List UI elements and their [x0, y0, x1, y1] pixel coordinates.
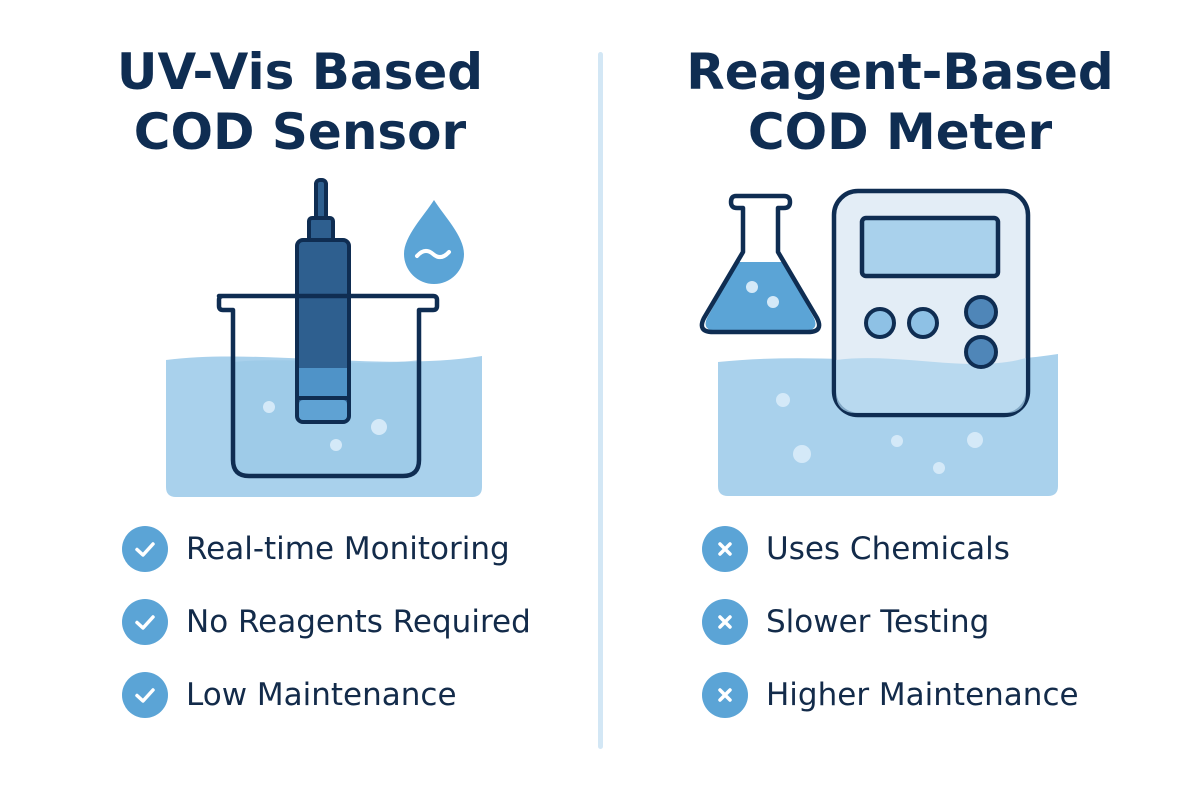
bubble: [263, 401, 275, 413]
beaker-icon: [216, 293, 440, 479]
reagent-feature-3: Higher Maintenance: [702, 670, 1079, 720]
uv-vis-feature-3: Low Maintenance: [122, 670, 457, 720]
uv-vis-panel: UV-Vis Based COD Sensor: [0, 42, 600, 720]
reagent-feature-list: Uses Chemicals Slower Testing Higher Mai…: [600, 0, 1200, 800]
uv-vis-feature-2: No Reagents Required: [122, 597, 531, 647]
check-icon: [122, 526, 168, 572]
reagent-title-line1: Reagent-Based: [686, 43, 1114, 101]
uv-vis-title-line1: UV-Vis Based: [116, 43, 484, 101]
uv-vis-feature-list: Real-time Monitoring No Reagents Require…: [122, 524, 531, 720]
uv-vis-feature-1: Real-time Monitoring: [122, 524, 510, 574]
bubble: [891, 435, 903, 447]
reagent-title: Reagent-Based COD Meter: [600, 42, 1200, 162]
reagent-feature-2-label: Slower Testing: [766, 604, 990, 640]
uv-vis-feature-1-label: Real-time Monitoring: [186, 531, 510, 567]
bubble: [776, 393, 790, 407]
reagent-feature-3-label: Higher Maintenance: [766, 677, 1079, 713]
cross-icon: [702, 672, 748, 718]
water-droplet-icon: [404, 200, 464, 284]
bubble: [371, 419, 387, 435]
uv-vis-feature-3-label: Low Maintenance: [186, 677, 457, 713]
uv-vis-title: UV-Vis Based COD Sensor: [0, 42, 600, 162]
uv-vis-illustration: [166, 178, 482, 497]
reagent-illustration: [699, 188, 1058, 496]
bubble: [330, 439, 342, 451]
reagent-feature-1-label: Uses Chemicals: [766, 531, 1010, 567]
reagent-panel: Reagent-Based COD Meter: [600, 0, 1200, 800]
uv-vis-title-line2: COD Sensor: [133, 103, 467, 161]
cross-icon: [702, 526, 748, 572]
reagent-feature-1: Uses Chemicals: [702, 524, 1010, 574]
cross-icon: [702, 599, 748, 645]
check-icon: [122, 599, 168, 645]
center-divider: [598, 52, 603, 749]
meter-device-icon: [831, 188, 1031, 418]
bubble: [793, 445, 811, 463]
bubble: [933, 462, 945, 474]
uv-vis-probe-icon: [295, 178, 351, 424]
flask-icon: [699, 193, 822, 335]
uv-vis-feature-2-label: No Reagents Required: [186, 604, 531, 640]
reagent-feature-2: Slower Testing: [702, 597, 989, 647]
reagent-title-line2: COD Meter: [747, 103, 1053, 161]
bubble: [967, 432, 983, 448]
check-icon: [122, 672, 168, 718]
